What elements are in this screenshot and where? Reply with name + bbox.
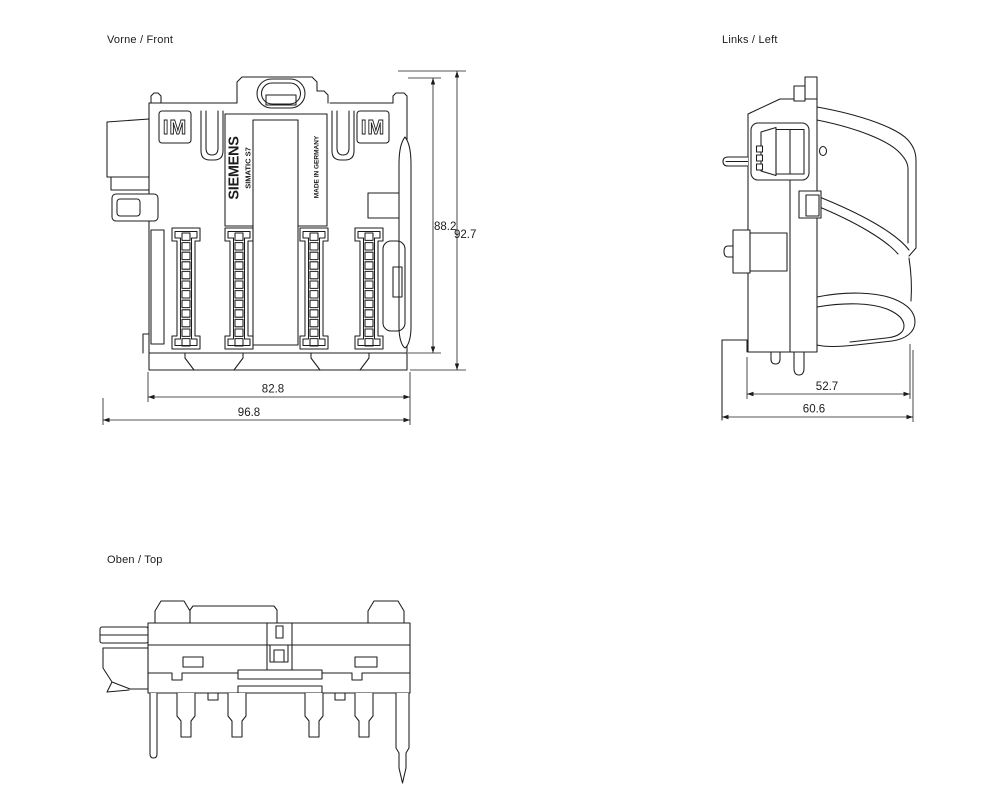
left-hook-arm [816, 106, 917, 302]
front-view-label: Vorne / Front [107, 34, 174, 46]
dim-value-outer-height: 92.7 [454, 229, 476, 241]
left-hook-bottom [816, 292, 916, 348]
dim-value-outer-width: 96.8 [238, 407, 260, 419]
dim-value-inner-width: 82.8 [262, 384, 284, 396]
left-inner-column [150, 229, 165, 345]
origin-text: MADE IN GERMANY [314, 135, 321, 198]
top-view-drawing [99, 600, 411, 784]
front-dimensions: 88.2 92.7 82.8 96.8 [102, 70, 476, 425]
label-plate: SIEMENS SIMATIC S7 MADE IN GERMANY [224, 113, 328, 346]
left-view-label: Links / Left [722, 34, 778, 46]
dim-value-outer-depth: 60.6 [803, 404, 825, 416]
top-left-protrusions [99, 626, 149, 693]
arm-hole [818, 145, 828, 157]
front-view-drawing: IM IM SIEMENS SIMATIC S7 MADE IN GERMANY [102, 70, 476, 425]
im-text-right: IM [361, 117, 385, 139]
left-feet [721, 339, 805, 421]
front-body-outline [142, 76, 408, 371]
release-latch [111, 193, 159, 222]
im-marking-left: IM [158, 110, 192, 144]
top-view-label: Oben / Top [107, 554, 163, 566]
dim-value-inner-depth: 52.7 [816, 381, 838, 393]
im-text-left: IM [163, 117, 187, 139]
retaining-clips [200, 110, 355, 161]
front-right-details [367, 136, 412, 349]
thin-pin-left [149, 692, 158, 759]
dim-value-inner-height: 88.2 [434, 221, 456, 233]
front-left-protrusions [106, 118, 165, 345]
brand-text: SIEMENS [227, 136, 243, 200]
left-dimensions: 52.7 60.6 [722, 344, 914, 422]
long-pin-right [395, 692, 410, 784]
mounting-slot [256, 78, 306, 109]
left-view-drawing: 52.7 60.6 [721, 76, 917, 422]
bus-connector-port [750, 122, 810, 181]
product-text: SIMATIC S7 [244, 147, 253, 189]
im-marking-right: IM [356, 110, 390, 144]
top-body [147, 600, 411, 694]
left-side-details [722, 156, 822, 274]
top-pins [149, 692, 410, 784]
